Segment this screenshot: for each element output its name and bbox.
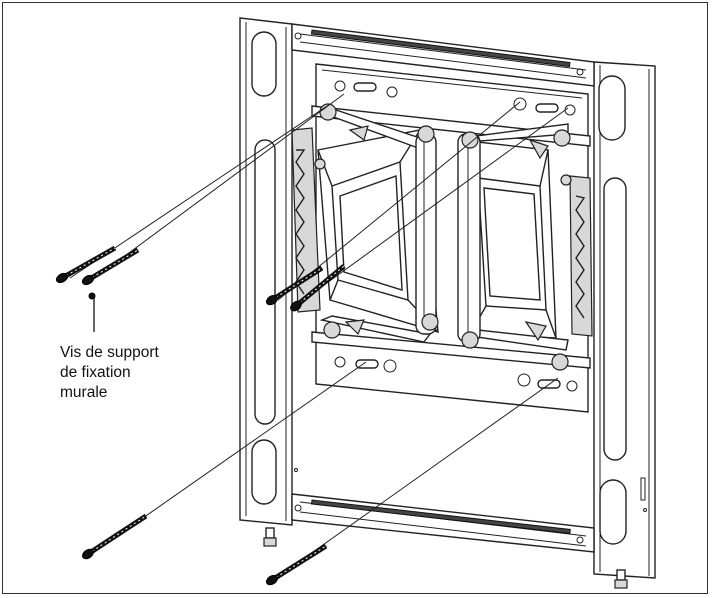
- right-pivot: [569, 175, 593, 337]
- arm-nuts: [314, 103, 572, 371]
- screw-top-left-2: [81, 247, 140, 286]
- right-arm: [459, 123, 569, 351]
- screw-top-left-1: [55, 245, 117, 284]
- left-rail: [239, 17, 298, 526]
- center-tubes: [415, 133, 481, 343]
- wall-screw-callout-label: Vis de support de fixation murale: [60, 344, 159, 401]
- left-pivot: [291, 127, 321, 313]
- screw-bottom-center: [265, 543, 328, 586]
- callout-leader: [88, 292, 96, 332]
- bottom-crossbar: [291, 493, 595, 553]
- right-rail: [593, 61, 656, 579]
- screw-center-2: [290, 264, 346, 312]
- screw-bottom-left: [82, 513, 148, 560]
- screw-center-1: [265, 265, 324, 306]
- top-crossbar: [291, 23, 595, 87]
